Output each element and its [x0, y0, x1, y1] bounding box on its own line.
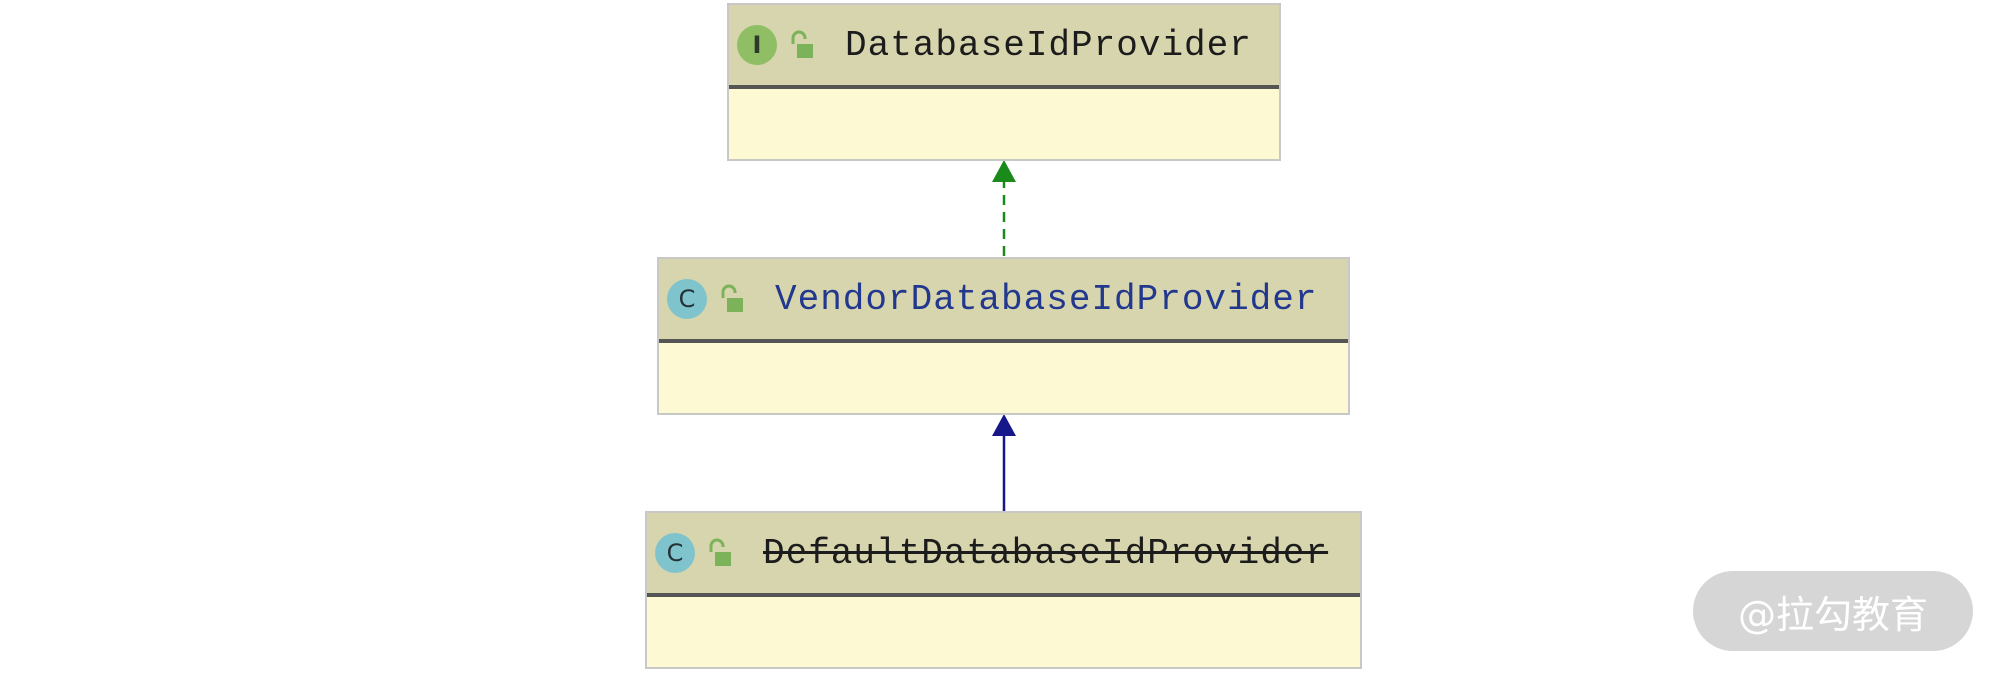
unlock-icon — [709, 538, 731, 566]
unlock-icon — [791, 30, 813, 58]
class-node-database-id-provider[interactable]: I DatabaseIdProvider — [727, 3, 1281, 161]
interface-badge-icon: I — [737, 25, 777, 65]
class-node-default-database-id-provider[interactable]: C DefaultDatabaseIdProvider — [645, 511, 1362, 669]
edge-implements-arrowhead — [992, 160, 1016, 182]
class-header: I DatabaseIdProvider — [729, 5, 1279, 89]
class-name-deprecated: DefaultDatabaseIdProvider — [763, 532, 1329, 574]
class-badge-icon: C — [667, 279, 707, 319]
class-header: C DefaultDatabaseIdProvider — [647, 513, 1360, 597]
watermark-text: @拉勾教育 — [1737, 592, 1928, 637]
watermark-badge: @拉勾教育 — [1693, 571, 1973, 651]
unlock-icon — [721, 284, 743, 312]
edge-extends-arrowhead — [992, 414, 1016, 436]
class-name: VendorDatabaseIdProvider — [775, 278, 1318, 320]
class-name: DatabaseIdProvider — [845, 24, 1252, 66]
class-header: C VendorDatabaseIdProvider — [659, 259, 1348, 343]
class-badge-icon: C — [655, 533, 695, 573]
class-node-vendor-database-id-provider[interactable]: C VendorDatabaseIdProvider — [657, 257, 1350, 415]
